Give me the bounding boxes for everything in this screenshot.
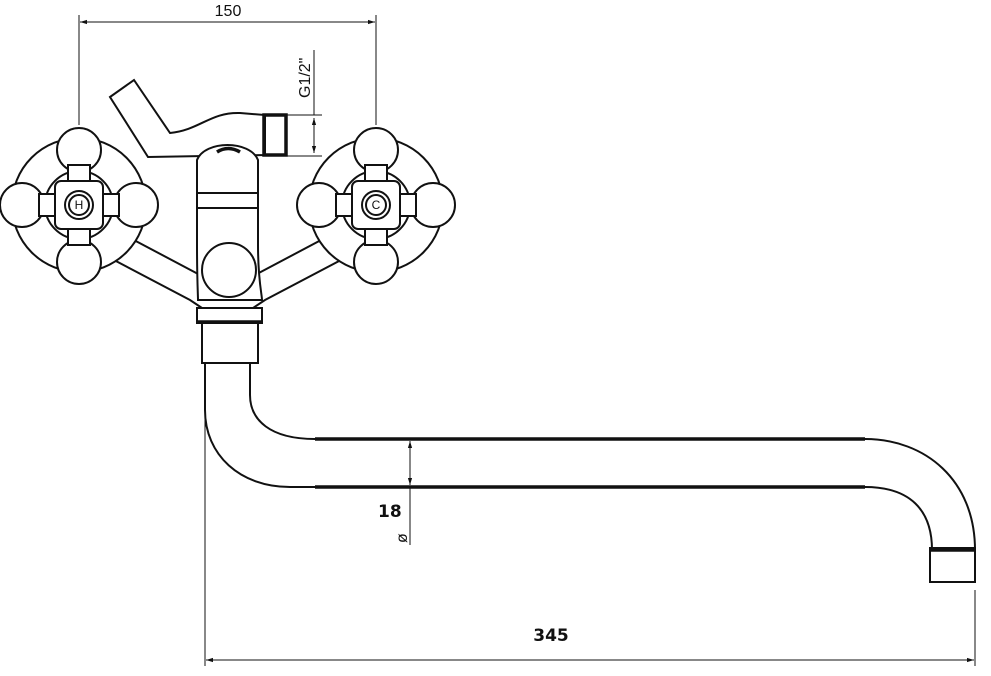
dimension-thread-label: G1/2" [297,58,314,98]
diameter-symbol: ø [394,533,411,543]
hot-handle[interactable]: H [0,127,159,285]
dimension-width: 150 [78,3,377,125]
diverter-lever [108,78,288,159]
aerator [929,547,976,583]
dimension-width-label: 150 [215,3,242,20]
mixer-body [196,144,264,364]
cold-label: C [372,198,381,212]
cold-handle[interactable]: C [296,127,456,285]
hot-label: H [75,198,84,212]
dimension-thread: G1/2" [287,50,322,157]
dimension-spout-length: 345 [204,370,976,666]
spout [204,362,977,583]
dimension-diameter: 18 ø [378,441,413,545]
dimension-diameter-label: 18 [378,502,402,522]
dimension-spout-length-label: 345 [533,626,569,646]
